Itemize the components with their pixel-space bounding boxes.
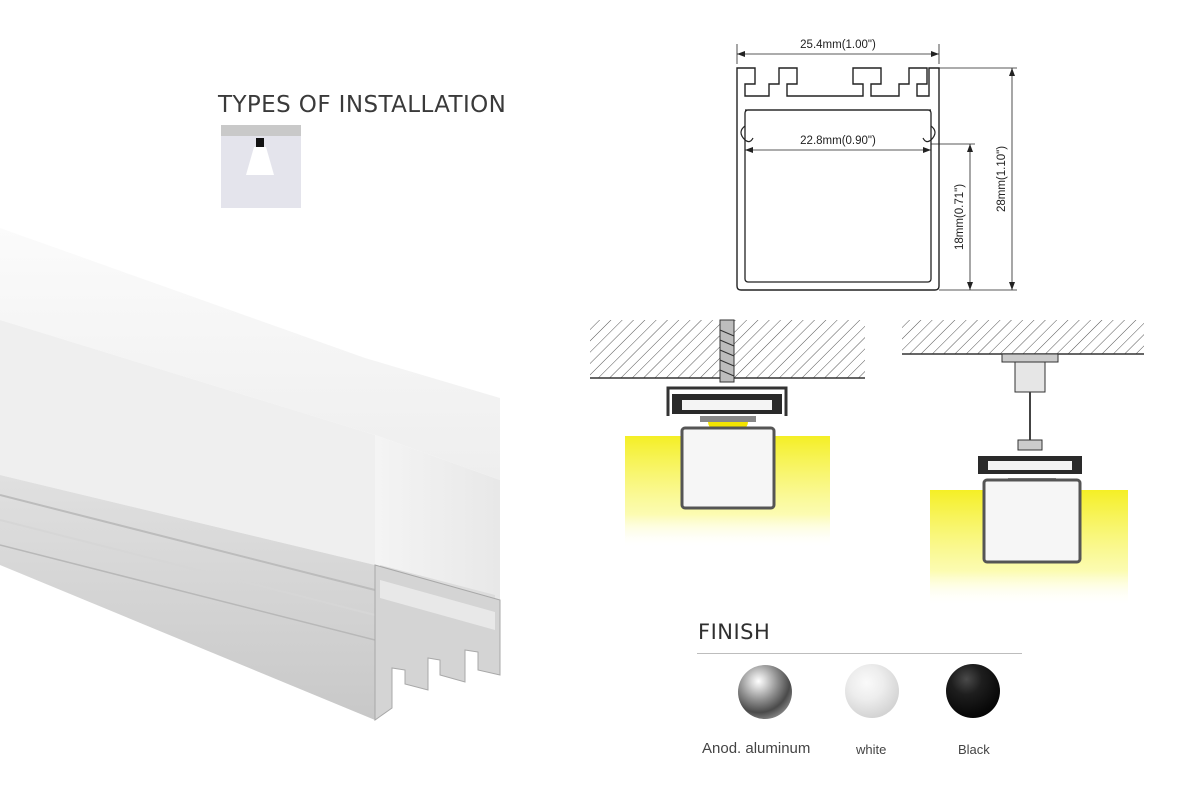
finish-label-anodized-aluminum: Anod. aluminum (702, 740, 811, 757)
finish-swatch-black (946, 664, 1000, 718)
finish-label-white: white (856, 742, 887, 757)
installation-title: TYPES OF INSTALLATION (218, 92, 507, 118)
surface-mount-diagram (590, 319, 865, 548)
cross-section-drawing: 25.4mm(1.00") 22.8mm(0.90") 18mm(0.71") … (736, 39, 1017, 291)
outer-height-label: 28mm(1.10") (996, 146, 1008, 212)
finish-swatch-white (845, 664, 899, 718)
inner-height-label: 18mm(0.71") (954, 184, 966, 250)
finish-title: FINISH (698, 620, 771, 644)
finish-label-black: Black (958, 742, 990, 757)
finish-divider (697, 653, 1022, 654)
outer-width-label: 25.4mm(1.00") (800, 39, 876, 51)
inner-width-label: 22.8mm(0.90") (800, 135, 876, 147)
recessed-install-icon (221, 125, 301, 208)
suspension-mount-diagram (902, 320, 1144, 606)
finish-swatch-anodized-aluminum (738, 665, 792, 719)
profile-product-image (0, 228, 501, 721)
